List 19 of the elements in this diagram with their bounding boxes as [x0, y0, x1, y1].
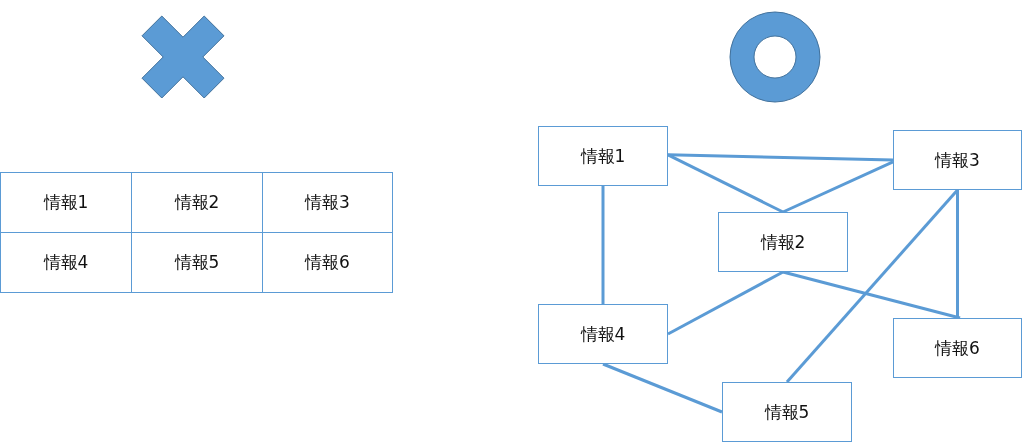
text-box: 情報4: [538, 304, 668, 364]
connector-line: [956, 190, 959, 318]
text-box: 情報2: [718, 212, 848, 272]
table-cell: 情報4: [0, 232, 132, 293]
text-box: 情報3: [893, 130, 1022, 190]
connector-line: [785, 189, 959, 383]
connector-line: [602, 362, 723, 414]
connector-line: [782, 160, 894, 214]
connector-line: [782, 270, 961, 320]
text-box: 情報6: [893, 318, 1022, 378]
connector-line: [601, 186, 605, 304]
table-cell: 情報6: [262, 232, 393, 293]
text-box: 情報5: [722, 382, 852, 442]
text-box: 情報1: [538, 126, 668, 186]
connector-line: [667, 270, 784, 336]
table-cell: 情報1: [0, 172, 132, 233]
connector-line: [667, 153, 894, 162]
table-cell: 情報3: [262, 172, 393, 233]
connector-line: [667, 153, 784, 214]
